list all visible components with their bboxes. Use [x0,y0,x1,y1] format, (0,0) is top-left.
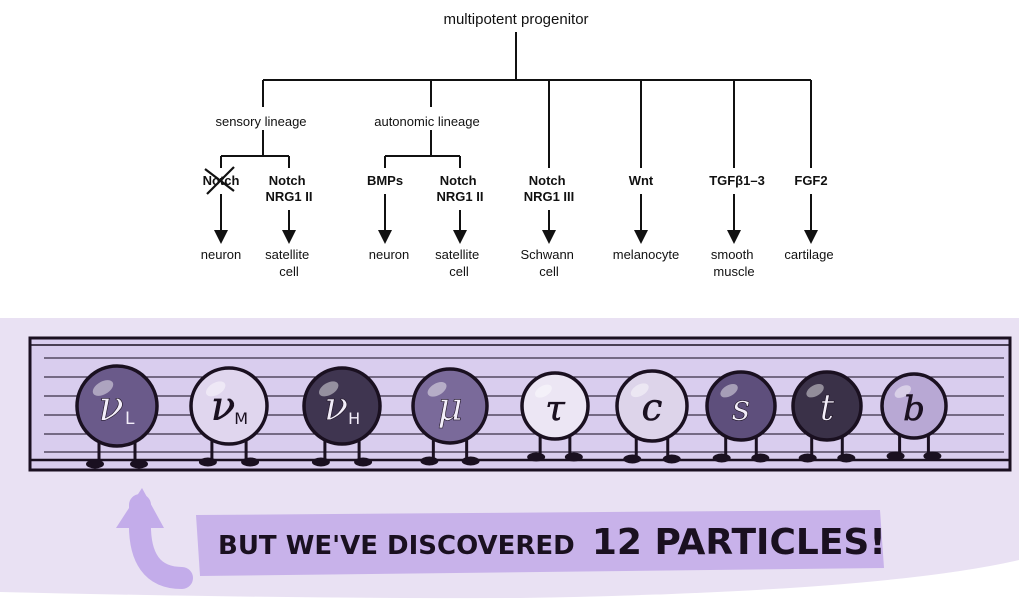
particle-symbol: s [732,388,750,429]
particle-body [705,370,777,442]
particle-subscript: M [234,409,248,428]
particle-symbol: t [820,388,835,429]
caption-part1: BUT WE'VE DISCOVERED [218,531,575,561]
particle-highlight [535,384,552,398]
fate-smooth-muscle: smooth muscle [711,247,757,279]
signal-fgf2: FGF2 [794,173,827,188]
caption-text: BUT WE'VE DISCOVERED 12 PARTICLES! [218,522,886,563]
particle-highlight [205,381,226,397]
particle-symbol: b [903,389,925,429]
signal-notch-nrg1ii-autonomic: Notch NRG1 II [437,173,484,204]
particle-symbol: ν [211,384,235,430]
fate-satellite-cell-sensory: satellite cell [265,247,313,279]
particle-body [189,366,269,446]
particle-subscript: L [125,409,135,429]
cross-out-mark [204,166,235,195]
particle: s [705,370,777,463]
particle: t [791,370,863,463]
sensory-lineage-label: sensory lineage [215,114,306,129]
particle-highlight [894,385,911,398]
particle-body [302,366,382,446]
particle-symbol: ν [324,384,348,430]
curved-arrow-icon [116,488,193,589]
fate-neuron-autonomic: neuron [369,247,409,262]
signal-bmps: BMPs [367,173,403,188]
particle: b [880,372,948,461]
signal-notch-nrg1iii: Notch NRG1 III [524,173,575,204]
particle: τ [520,371,590,462]
particle-highlight [630,383,649,398]
particle-body [880,372,948,440]
particle-subscript: H [348,409,360,428]
fate-satellite-cell-autonomic: satellite cell [435,247,483,279]
fate-melanocyte: melanocyte [613,247,679,262]
particle-symbol: μ [437,385,462,430]
particle-body [520,371,590,441]
particle-highlight [318,381,339,397]
signal-notch-nrg1ii-sensory: Notch NRG1 II [266,173,313,204]
particle-highlight [92,380,114,396]
particle-highlight [806,384,824,398]
particle-highlight [720,384,738,398]
particle-body [75,364,159,448]
particle: c [615,369,689,464]
signal-wnt: Wnt [629,173,654,188]
fate-arrows [214,194,818,244]
fate-neuron-sensory: neuron [201,247,241,262]
fate-schwann-cell: Schwann cell [520,247,577,279]
fate-cartilage: cartilage [784,247,833,262]
tree-connectors [220,32,812,168]
particle: μ [411,367,489,466]
signal-tgfb: TGFβ1–3 [709,173,765,188]
lineage-tree: multipotent progenitor sensory lineage a… [201,11,834,279]
caption-part2: 12 PARTICLES! [592,522,886,563]
particle-symbol: ν [98,381,124,430]
particle-body [615,369,689,443]
particle-symbol: τ [545,389,565,429]
particle-body [791,370,863,442]
autonomic-lineage-label: autonomic lineage [374,114,480,129]
particle-body [411,367,489,445]
root-label: multipotent progenitor [443,11,588,28]
particle-highlight [427,382,447,397]
particle-legs [86,440,148,469]
particle-symbol: c [642,386,663,429]
caption-banner [196,510,884,576]
